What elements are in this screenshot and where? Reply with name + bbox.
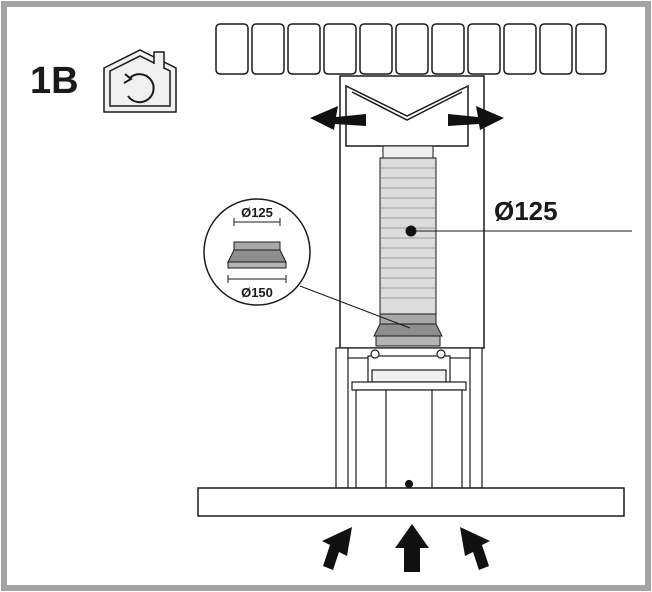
center-intake-arrow [395, 524, 429, 572]
ceiling-joist [215, 23, 249, 75]
adapter-top-ring [233, 241, 281, 251]
flexible-duct [379, 145, 437, 315]
ceiling-joist [287, 23, 321, 75]
ceiling-joist [575, 23, 607, 75]
left-intake-arrow [322, 527, 352, 570]
chimney-lower [351, 381, 467, 489]
adapter-top-label: Ø125 [241, 205, 273, 220]
ceiling-joist [359, 23, 393, 75]
adapter-bottom-ring [227, 261, 287, 269]
left-outlet-arrow [310, 106, 366, 130]
step-label: 1B [30, 60, 79, 102]
hood-body [197, 487, 625, 517]
outlet-arrows [310, 106, 504, 130]
detail-leader [299, 285, 411, 329]
chimney-screw [404, 479, 414, 489]
ceiling-joist [251, 23, 285, 75]
duct-label-marker [405, 225, 417, 237]
ceiling-joist [323, 23, 357, 75]
ceiling-joist [431, 23, 465, 75]
ceiling-joist [539, 23, 573, 75]
adapter-collar [373, 313, 443, 347]
fixing-screw [370, 349, 380, 359]
ceiling-joist [395, 23, 429, 75]
adapter-detail-callout: Ø125 Ø150 [203, 198, 411, 329]
fixing-screw [436, 349, 446, 359]
ceiling-joist [503, 23, 537, 75]
intake-arrows [322, 524, 490, 572]
adapter-taper [227, 249, 287, 263]
recirculation-house-icon [103, 49, 177, 113]
right-outlet-arrow [448, 106, 504, 130]
adapter-bottom-label: Ø150 [241, 285, 273, 300]
right-intake-arrow [460, 527, 490, 570]
ceiling-joist [467, 23, 501, 75]
ceiling-joists [215, 23, 607, 75]
main-duct-label: Ø125 [494, 196, 558, 226]
